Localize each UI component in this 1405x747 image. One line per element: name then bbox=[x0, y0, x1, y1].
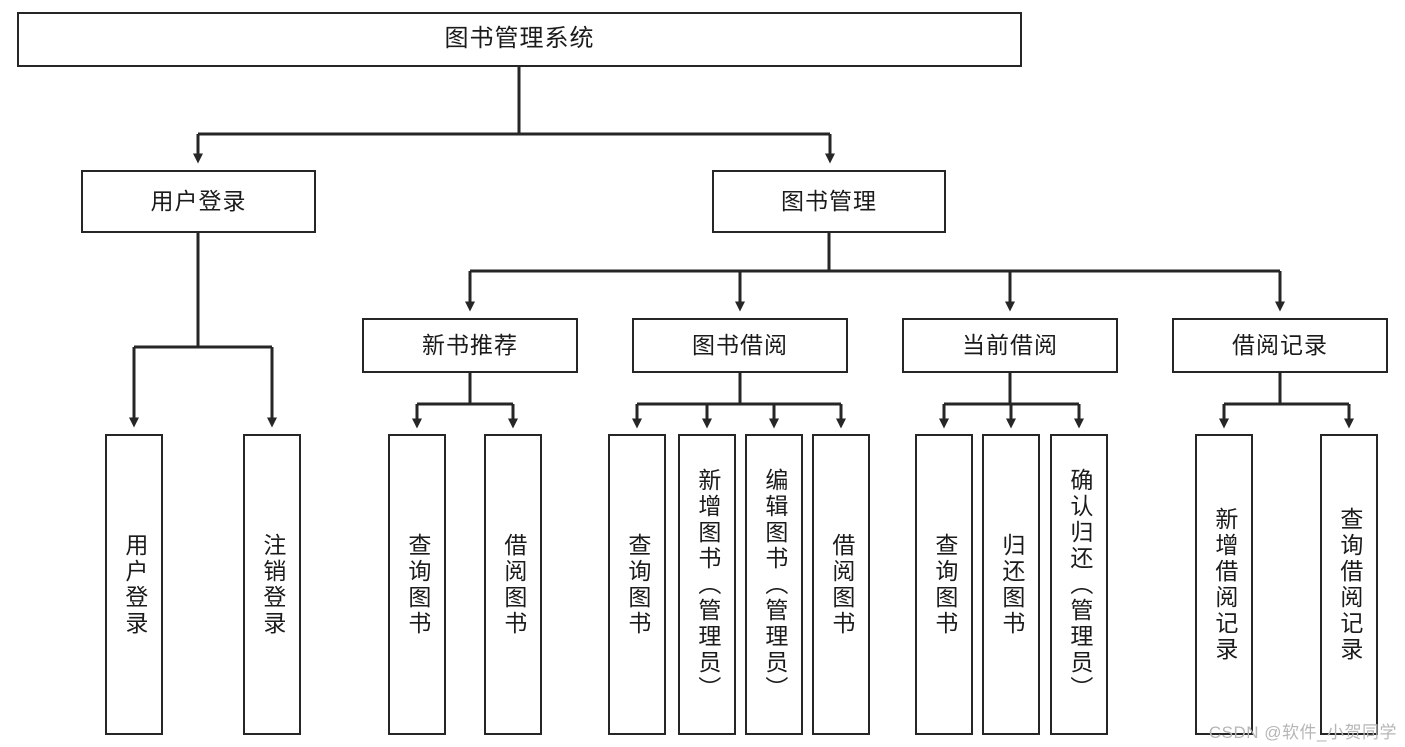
node-new-book-recommend[interactable]: 新书推荐 bbox=[362, 318, 578, 373]
node-current-borrow[interactable]: 当前借阅 bbox=[902, 318, 1118, 373]
leaf-borrow-book-recommend[interactable]: 借阅图书 bbox=[484, 434, 542, 735]
leaf-borrow-book[interactable]: 借阅图书 bbox=[812, 434, 870, 735]
leaf-label: 查询图书 bbox=[404, 532, 431, 637]
node-book-borrow-label: 图书借阅 bbox=[692, 331, 788, 358]
node-current-borrow-label: 当前借阅 bbox=[962, 331, 1058, 358]
leaf-label: 借阅图书 bbox=[500, 532, 527, 637]
node-book-management[interactable]: 图书管理 bbox=[712, 170, 946, 233]
leaf-label: 借阅图书 bbox=[828, 532, 855, 637]
leaf-label: 查询借阅记录 bbox=[1336, 506, 1363, 663]
leaf-label: 确认归还（管理员） bbox=[1066, 467, 1093, 702]
leaf-query-book-borrow[interactable]: 查询图书 bbox=[608, 434, 666, 735]
node-user-login-label: 用户登录 bbox=[150, 187, 247, 214]
leaf-return-book[interactable]: 归还图书 bbox=[982, 434, 1040, 735]
node-borrow-records[interactable]: 借阅记录 bbox=[1172, 318, 1388, 373]
leaf-query-book-recommend[interactable]: 查询图书 bbox=[388, 434, 446, 735]
leaf-add-book-admin[interactable]: 新增图书（管理员） bbox=[678, 434, 736, 735]
leaf-edit-book-admin[interactable]: 编辑图书（管理员） bbox=[745, 434, 803, 735]
watermark: CSDN @软件_小贺同学 bbox=[1208, 723, 1397, 742]
leaf-label: 用户登录 bbox=[121, 532, 148, 637]
leaf-label: 注销登录 bbox=[259, 532, 286, 637]
leaf-label: 编辑图书（管理员） bbox=[761, 467, 788, 702]
leaf-label: 归还图书 bbox=[998, 532, 1025, 637]
leaf-label: 新增图书（管理员） bbox=[694, 467, 721, 702]
node-root[interactable]: 图书管理系统 bbox=[17, 12, 1022, 67]
leaf-confirm-return-admin[interactable]: 确认归还（管理员） bbox=[1050, 434, 1108, 735]
node-book-management-label: 图书管理 bbox=[781, 187, 877, 214]
node-book-borrow[interactable]: 图书借阅 bbox=[632, 318, 848, 373]
leaf-label: 查询图书 bbox=[931, 532, 958, 637]
node-root-label: 图书管理系统 bbox=[444, 25, 595, 53]
leaf-logout[interactable]: 注销登录 bbox=[243, 434, 301, 735]
leaf-query-book-current[interactable]: 查询图书 bbox=[915, 434, 973, 735]
node-new-book-recommend-label: 新书推荐 bbox=[422, 331, 518, 358]
leaf-add-borrow-record[interactable]: 新增借阅记录 bbox=[1195, 434, 1253, 735]
leaf-label: 新增借阅记录 bbox=[1211, 506, 1238, 663]
leaf-query-borrow-record[interactable]: 查询借阅记录 bbox=[1320, 434, 1378, 735]
leaf-user-login[interactable]: 用户登录 bbox=[105, 434, 163, 735]
node-user-login[interactable]: 用户登录 bbox=[81, 170, 316, 233]
node-borrow-records-label: 借阅记录 bbox=[1232, 331, 1328, 358]
leaf-label: 查询图书 bbox=[624, 532, 651, 637]
